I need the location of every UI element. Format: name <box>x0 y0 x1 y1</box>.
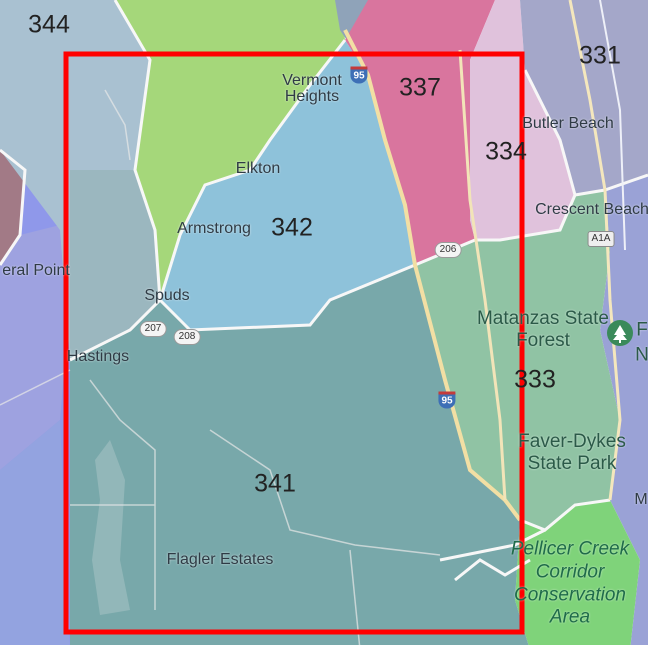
place-label-armstrong: Armstrong <box>177 220 251 237</box>
zip-333-region <box>415 190 620 530</box>
zip-label-342: 342 <box>271 213 313 242</box>
zip-label-331: 331 <box>579 41 621 70</box>
place-label-butler-beach: Butler Beach <box>522 115 614 132</box>
route-206-shield: 206 <box>434 242 462 258</box>
edge-label-m: M <box>634 491 648 508</box>
place-label-crescent-beach: Crescent Beach <box>535 201 648 218</box>
route-208-shield: 208 <box>173 329 201 345</box>
zip-342-region <box>160 40 415 330</box>
zip-label-334: 334 <box>485 137 527 166</box>
zip-label-337: 337 <box>399 73 441 102</box>
interstate-95-road <box>343 29 522 522</box>
us-1-road <box>458 49 507 501</box>
zip-label-341: 341 <box>254 469 296 498</box>
place-label-matanzas-state-forest: Matanzas State Forest <box>476 308 610 351</box>
zip-331-region <box>520 0 648 195</box>
top-strip-region <box>335 0 370 45</box>
tree-icon <box>613 325 627 343</box>
left-light-region <box>0 225 70 470</box>
zip-label-333: 333 <box>514 365 556 394</box>
place-label-flagler-estates: Flagler Estates <box>166 551 274 568</box>
edge-label-f: F <box>636 319 648 341</box>
park-tree-icon[interactable] <box>607 320 633 346</box>
place-label-elkton: Elkton <box>235 160 281 177</box>
bottom-left-region <box>0 420 70 650</box>
edge-label-n: N <box>635 344 648 366</box>
zip-337-region <box>345 0 495 265</box>
place-label-faver-dykes-state-park: Faver-Dykes State Park <box>518 431 626 474</box>
place-label-federal-point: eral Point <box>2 262 70 279</box>
zip-label-344: 344 <box>28 10 70 39</box>
zip-341-region <box>70 265 530 650</box>
interstate-95-shield-north: 95 <box>350 66 368 84</box>
place-label-hastings: Hastings <box>66 348 130 365</box>
route-207-shield: 207 <box>139 321 167 337</box>
coast-line <box>599 0 626 251</box>
ocean-region <box>600 175 648 650</box>
selection-highlight-rectangle[interactable] <box>63 51 525 635</box>
place-label-spuds: Spuds <box>144 287 190 304</box>
interstate-95-shield-south: 95 <box>438 391 456 409</box>
place-label-vermont-heights: Vermont Heights <box>282 72 342 105</box>
conservation-region <box>515 500 640 650</box>
bottom-frame <box>0 645 648 650</box>
zip-344-inner-shade <box>70 170 160 360</box>
green-area <box>115 0 345 300</box>
flagler-estates-light-patch <box>92 440 130 615</box>
place-label-pellicer-creek: Pellicer Creek Corridor Conservation Are… <box>510 538 630 628</box>
route-a1a-shield: A1A <box>587 231 615 247</box>
